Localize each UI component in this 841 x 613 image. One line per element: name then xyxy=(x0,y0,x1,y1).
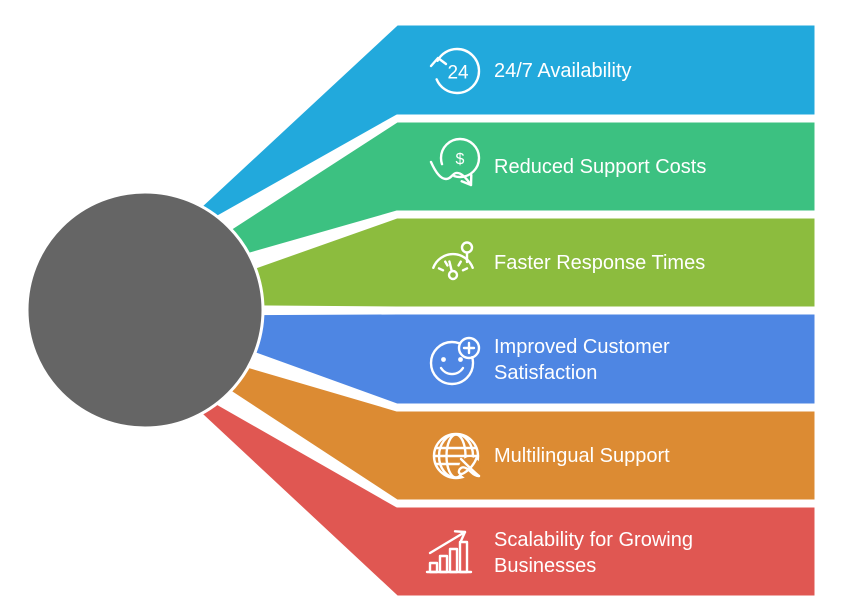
24-hours-icon: 24 xyxy=(429,47,481,95)
benefit-item-availability: 24 24/7 Availability xyxy=(143,22,818,260)
ribbon-shape xyxy=(143,119,818,286)
benefit-label: Multilingual Support xyxy=(494,445,670,467)
smiley-plus-icon xyxy=(429,336,481,386)
icon-badge: 24 xyxy=(447,63,469,84)
speedometer-icon xyxy=(432,241,474,281)
globe-language-icon xyxy=(432,432,481,480)
ribbon-shape xyxy=(143,22,818,260)
benefit-item-scalability: Scalability for Growing Businesses xyxy=(143,360,818,599)
icon-badge: $ xyxy=(456,151,465,168)
benefit-label: Reduced Support Costs xyxy=(494,156,706,178)
benefit-label: Improved Customer xyxy=(494,336,670,358)
hub-circle xyxy=(25,190,265,430)
benefit-item-reduced-costs: $ Reduced Support Costs xyxy=(143,119,818,286)
cost-reduction-icon: $ xyxy=(429,137,481,187)
ribbon-shape xyxy=(143,311,818,407)
benefit-item-satisfaction: Improved Customer Satisfaction xyxy=(143,311,818,407)
benefit-label-line2: Satisfaction xyxy=(494,362,597,384)
benefit-label: Scalability for Growing xyxy=(494,529,693,551)
benefit-item-multilingual: Multilingual Support xyxy=(143,334,818,503)
benefit-item-response-times: Faster Response Times xyxy=(143,215,818,310)
ribbon-shape xyxy=(143,215,818,310)
benefit-label-line2: Businesses xyxy=(494,555,596,577)
growth-chart-icon xyxy=(425,530,473,574)
benefit-label: 24/7 Availability xyxy=(494,60,632,82)
benefit-label: Faster Response Times xyxy=(494,252,705,274)
ribbon-shape xyxy=(143,360,818,599)
ribbon-shape xyxy=(143,334,818,503)
